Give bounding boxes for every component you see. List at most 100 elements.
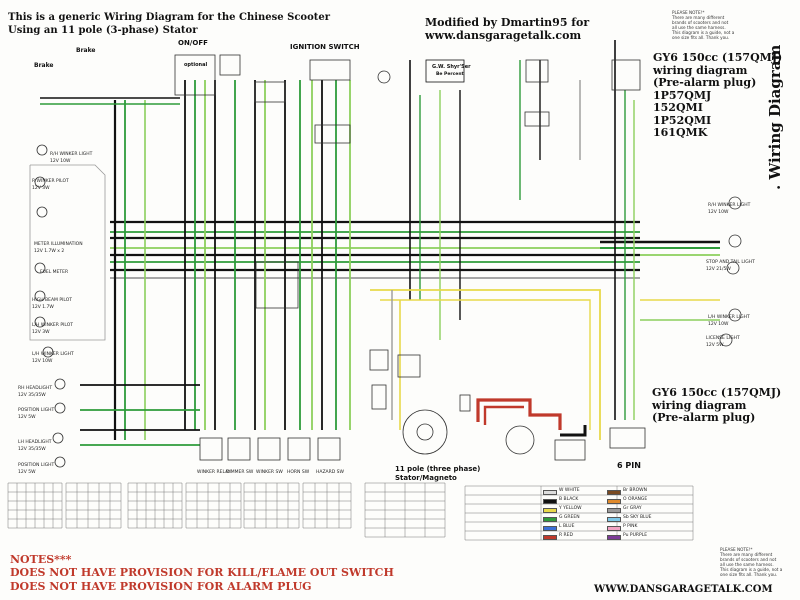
right-bulb-2 (728, 234, 742, 248)
left-label-7: FUEL METER (40, 270, 69, 275)
junction-box (255, 261, 299, 309)
right-label-4: 12V 21/5W (706, 267, 731, 272)
stator-hub (416, 423, 434, 441)
left-label-3: R WINKER PILOT (32, 179, 69, 184)
left-bulb-8 (54, 378, 66, 390)
legend-swatch-sb (607, 517, 621, 522)
color-code-table (464, 485, 694, 541)
legend-label-y: Y YELLOW (559, 506, 582, 511)
left-label-13: 12V 10W (32, 359, 53, 364)
switch-label-1: WINKER RELAY (197, 470, 231, 475)
legend-swatch-br (607, 490, 621, 495)
left-label-1: R/H WINKER LIGHT (50, 152, 93, 157)
gy6-top-line-3: (Pre-alarm plug) (653, 76, 757, 89)
wire-51 (476, 398, 562, 430)
ignition-switch-label: IGNITION SWITCH (290, 43, 360, 51)
note-alarm-plug: DOES NOT HAVE PROVISION FOR ALARM PLUG (10, 580, 312, 593)
diagram-title-line2: Using an 11 pole (3-phase) Stator (8, 25, 198, 36)
optional-label: optional (184, 62, 208, 68)
legend-swatch-pu (607, 535, 621, 540)
on-off-switch-box (174, 54, 216, 96)
left-bulb-11 (54, 456, 66, 468)
left-bulb-10 (52, 432, 64, 444)
left-label-12: L/H WINKER LIGHT (32, 352, 74, 357)
gy6-top-line-1: GY6 150cc (157QMJ) (653, 51, 783, 64)
left-label-21: 12V 5W (18, 470, 36, 475)
switch-label-2: DIMMER SW (226, 470, 254, 475)
cdi-plug-box (314, 124, 351, 144)
vertical-title: . Wiring Diagram (766, 44, 784, 190)
switch-label-3: WINKER SW (256, 470, 283, 475)
ignition-switch-box (309, 59, 351, 81)
legend-swatch-gr (607, 508, 621, 513)
starter-relay-box (369, 349, 389, 371)
gw-label: G.W. Shyr'Ser (432, 64, 471, 70)
legend-swatch-o (607, 499, 621, 504)
right-bulb-5 (719, 333, 733, 347)
legend-label-gr: Gr GRAY (623, 506, 642, 511)
legend-swatch-r (543, 535, 557, 540)
legend-swatch-l (543, 526, 557, 531)
legend-label-o: O ORANGE (623, 497, 648, 502)
gw-module-box (425, 59, 465, 83)
legend-swatch-g (543, 517, 557, 522)
left-label-9: 12V 1.7W (32, 305, 54, 310)
right-bulb-3 (726, 261, 740, 275)
stator-label-2: Stator/Magneto (395, 474, 457, 482)
fuel-pump-box (371, 384, 387, 410)
gw-label-2: Be Percent (436, 72, 464, 77)
right-label-2: 12V 10W (708, 210, 729, 215)
legend-swatch-p (607, 526, 621, 531)
wire-1 (29, 164, 106, 341)
website-footer: WWW.DANSGARAGETALK.COM (594, 584, 773, 595)
right-label-3: STOP AND TAIL LIGHT (706, 260, 755, 265)
switch-box-5 (317, 437, 341, 461)
gy6-top-line-5: 152QMI (653, 101, 703, 114)
horn-position-table (185, 482, 242, 529)
wire-48 (380, 299, 591, 430)
please-note-bottom: PLEASE NOTE!* There are many different b… (720, 547, 783, 577)
right-bulb-4 (728, 308, 742, 322)
legend-label-pu: Pu PURPLE (623, 533, 648, 538)
start-switch-box (219, 54, 241, 76)
charge-socket-box (254, 81, 286, 103)
right-label-8: 12V 5W (706, 343, 724, 348)
please-note-top: PLEASE NOTE!* There are many different b… (672, 10, 735, 40)
legend-label-l: L BLUE (559, 524, 575, 529)
switch-label-4: HORN SW (287, 470, 310, 475)
legend-label-r: R RED (559, 533, 573, 538)
diagram-title-line1: This is a generic Wiring Diagram for the… (8, 12, 331, 23)
on-off-label: ON/OFF (178, 39, 208, 47)
fuse-box (459, 394, 471, 412)
left-bulb-3 (36, 206, 48, 218)
regulator-box (611, 59, 641, 91)
credit-line1: Modified by Dmartin95 for (425, 16, 590, 29)
start-position-table (302, 482, 352, 529)
gy6-bottom-line-1: GY6 150cc (157QMJ) (652, 386, 782, 399)
stator-label-1: 11 pole (three phase) (395, 465, 481, 473)
legend-label-sb: Sb SKY BLUE (623, 515, 652, 520)
left-label-6: 12V 1.7W x 2 (34, 249, 65, 254)
left-label-10: L/H WINKER PILOT (32, 323, 74, 328)
gy6-bottom-line-2: wiring diagram (652, 398, 747, 412)
pulse-coil-box (397, 354, 421, 378)
battery-box (554, 439, 586, 461)
left-bulb-7 (42, 346, 54, 358)
gy6-top-line-7: 161QMK (653, 126, 708, 139)
legend-label-br: Br BROWN (623, 488, 647, 493)
left-label-17: 12V 5W (18, 415, 36, 420)
left-bulb-9 (54, 402, 66, 414)
legend-label-g: G GREEN (559, 515, 580, 520)
legend-label-p: P PINK (623, 524, 638, 529)
left-label-4: 12V 3W (32, 186, 50, 191)
switch-label-5: HAZARD SW (316, 470, 344, 475)
left-bulb-2 (34, 176, 46, 188)
left-label-16: POSITION LIGHT (18, 408, 55, 413)
switch-box-4 (287, 437, 311, 461)
stator-position-table (364, 482, 446, 538)
wire-52 (483, 405, 524, 425)
switch-box-2 (227, 437, 251, 461)
